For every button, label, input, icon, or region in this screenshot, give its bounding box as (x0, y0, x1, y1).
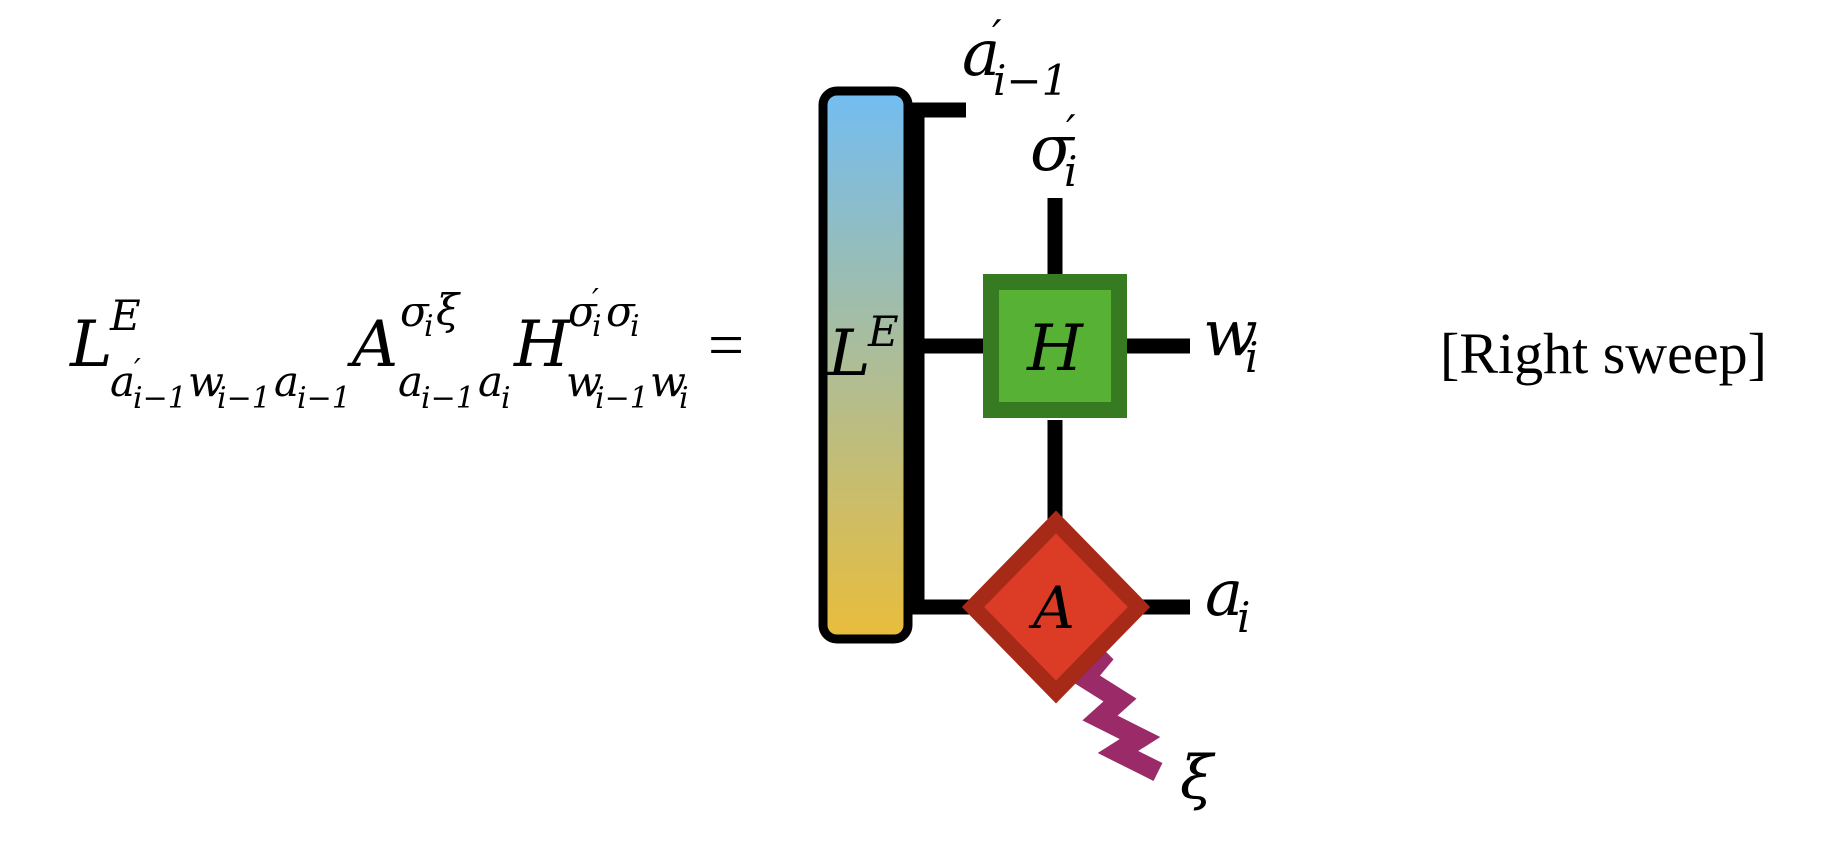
equation-H-term: H σ ′ i σ i w i−1 w i (513, 252, 706, 424)
left-environment-label: L E (827, 307, 899, 391)
leg-label-w: w i (1203, 297, 1278, 382)
equation-equals-sign: = (708, 309, 744, 380)
tensor-diagram: L E H A a ′ i−1 σ ′ i w i a i ξ (818, 0, 1278, 813)
mpo-label: H (1026, 312, 1084, 386)
mpo-tensor (983, 274, 1127, 418)
leg-label-xi: ξ (1180, 743, 1216, 813)
equation-A-term: A σ i ξ a i−1 a i (347, 266, 523, 424)
leg-label-a: a i (1205, 557, 1264, 642)
mps-label: A (1028, 574, 1075, 642)
sweep-direction-tag: [Right sweep] (1440, 321, 1767, 386)
equation: L E a ′ i−1 w i−1 a i−1 A σ i ξ a i−1 a … (69, 252, 744, 424)
mps-tensor (961, 510, 1151, 704)
equation-L-term: L E a ′ i−1 w i−1 a i−1 (69, 272, 351, 424)
left-environment-tensor (818, 86, 913, 644)
leg-label-sigma: σ ′ i (1030, 87, 1096, 196)
leg-label-a-prev: a ′ i−1 (962, 0, 1068, 105)
diagram-lines (909, 102, 1190, 615)
wiggly-leg-xi (1062, 622, 1163, 781)
